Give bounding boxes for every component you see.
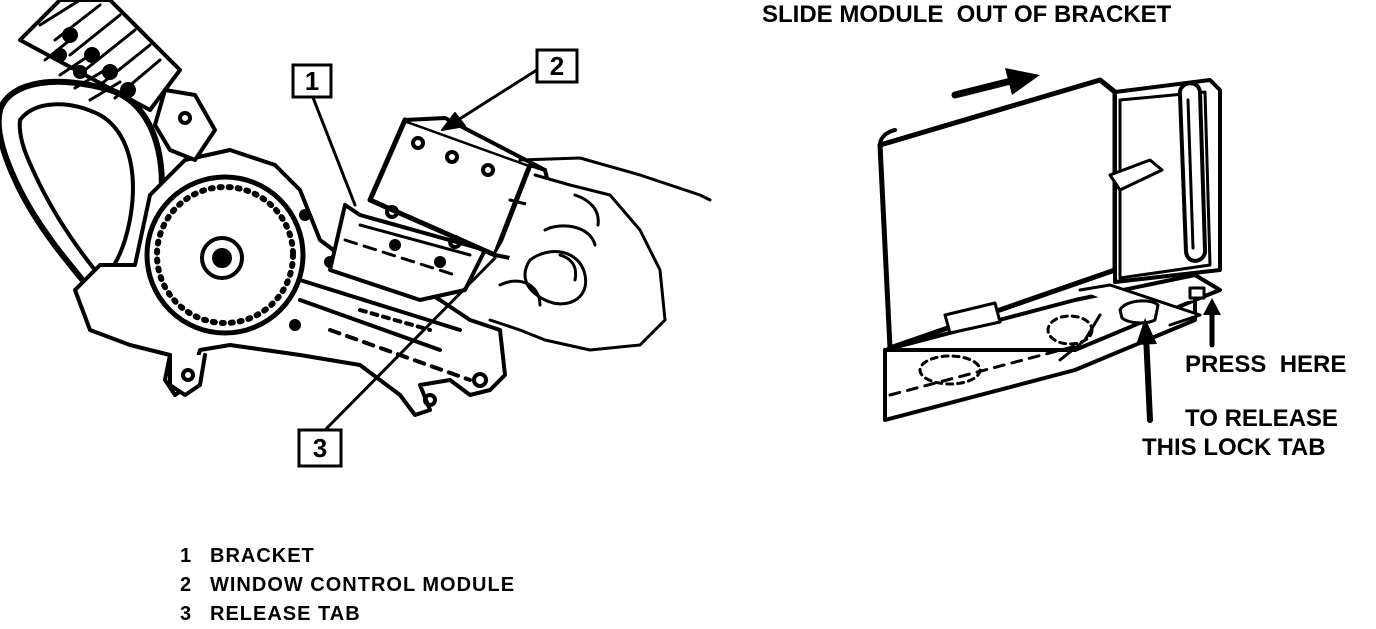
legend-label: RELEASE TAB — [210, 603, 361, 625]
legend-number: 3 — [180, 603, 193, 625]
release-label-line2: THIS LOCK TAB — [1142, 434, 1326, 461]
slide-direction-arrow — [951, 68, 1040, 99]
left-illustration — [0, 0, 712, 432]
callout-1: 1 — [291, 63, 333, 99]
legend: 1 BRACKET 2 WINDOW CONTROL MODULE 3 RELEASE… — [180, 542, 515, 629]
legend-label: WINDOW CONTROL MODULE — [210, 574, 516, 596]
callout-1-number: 1 — [305, 66, 319, 96]
callout-3-number: 3 — [313, 433, 327, 463]
leader-arrowhead-2 — [441, 112, 466, 131]
press-here-arrow — [1203, 298, 1221, 348]
legend-item: 1 BRACKET — [180, 542, 515, 571]
legend-number: 2 — [180, 574, 193, 596]
callout-2-number: 2 — [550, 51, 564, 81]
callout-3: 3 — [297, 428, 343, 468]
release-label-line1: TO RELEASE — [1185, 405, 1338, 432]
hand-drawing — [488, 156, 712, 352]
wire-harness-drawing — [18, 0, 182, 112]
module-bracket-drawing — [877, 77, 1222, 422]
lock-tab-arrow — [1136, 318, 1157, 423]
legend-item: 2 WINDOW CONTROL MODULE — [180, 571, 515, 600]
slide-module-title: SLIDE MODULE OUT OF BRACKET — [762, 1, 1172, 28]
legend-number: 1 — [180, 545, 193, 567]
legend-label: BRACKET — [210, 545, 315, 567]
regulator-assembly-drawing — [73, 88, 507, 417]
press-here-label: PRESS HERE — [1185, 351, 1346, 378]
leader-line-2 — [448, 66, 542, 127]
leader-line-3 — [323, 256, 497, 432]
callout-2: 2 — [535, 48, 579, 84]
leader-line-1 — [310, 93, 357, 207]
legend-item: 3 RELEASE TAB — [180, 600, 515, 629]
